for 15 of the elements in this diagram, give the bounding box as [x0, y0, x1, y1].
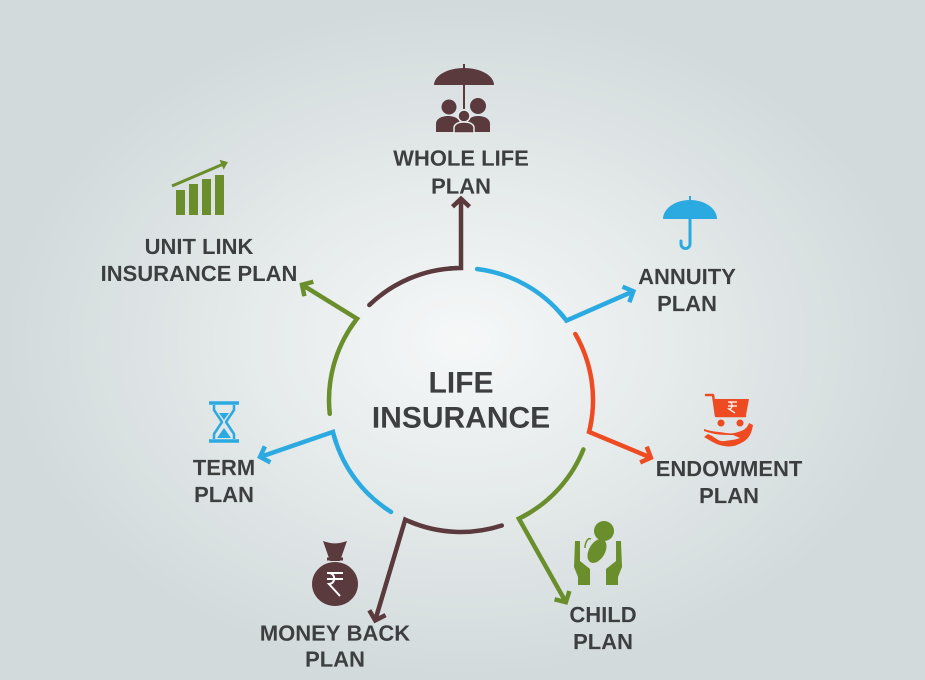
plan-label: CHILD PLAN — [570, 606, 636, 650]
plan-label: ENDOWMENT PLAN — [657, 460, 802, 504]
plan-label: TERM PLAN — [193, 460, 254, 502]
arrow — [257, 430, 338, 464]
arrow — [367, 517, 418, 624]
plan-label: UNIT LINK INSURANCE PLAN — [102, 238, 296, 282]
arrow — [516, 510, 572, 605]
arrow — [586, 418, 654, 464]
plan-label: MONEY BACK PLAN — [261, 625, 410, 667]
arrow — [447, 196, 472, 271]
arrow — [556, 284, 636, 323]
arrow-ring-heading: LIFE INSURANCE — [326, 266, 596, 534]
plan-label: ANNUITY PLAN — [638, 268, 736, 312]
plan-label: WHOLE LIFE PLAN — [393, 150, 528, 194]
arrow — [299, 280, 360, 330]
